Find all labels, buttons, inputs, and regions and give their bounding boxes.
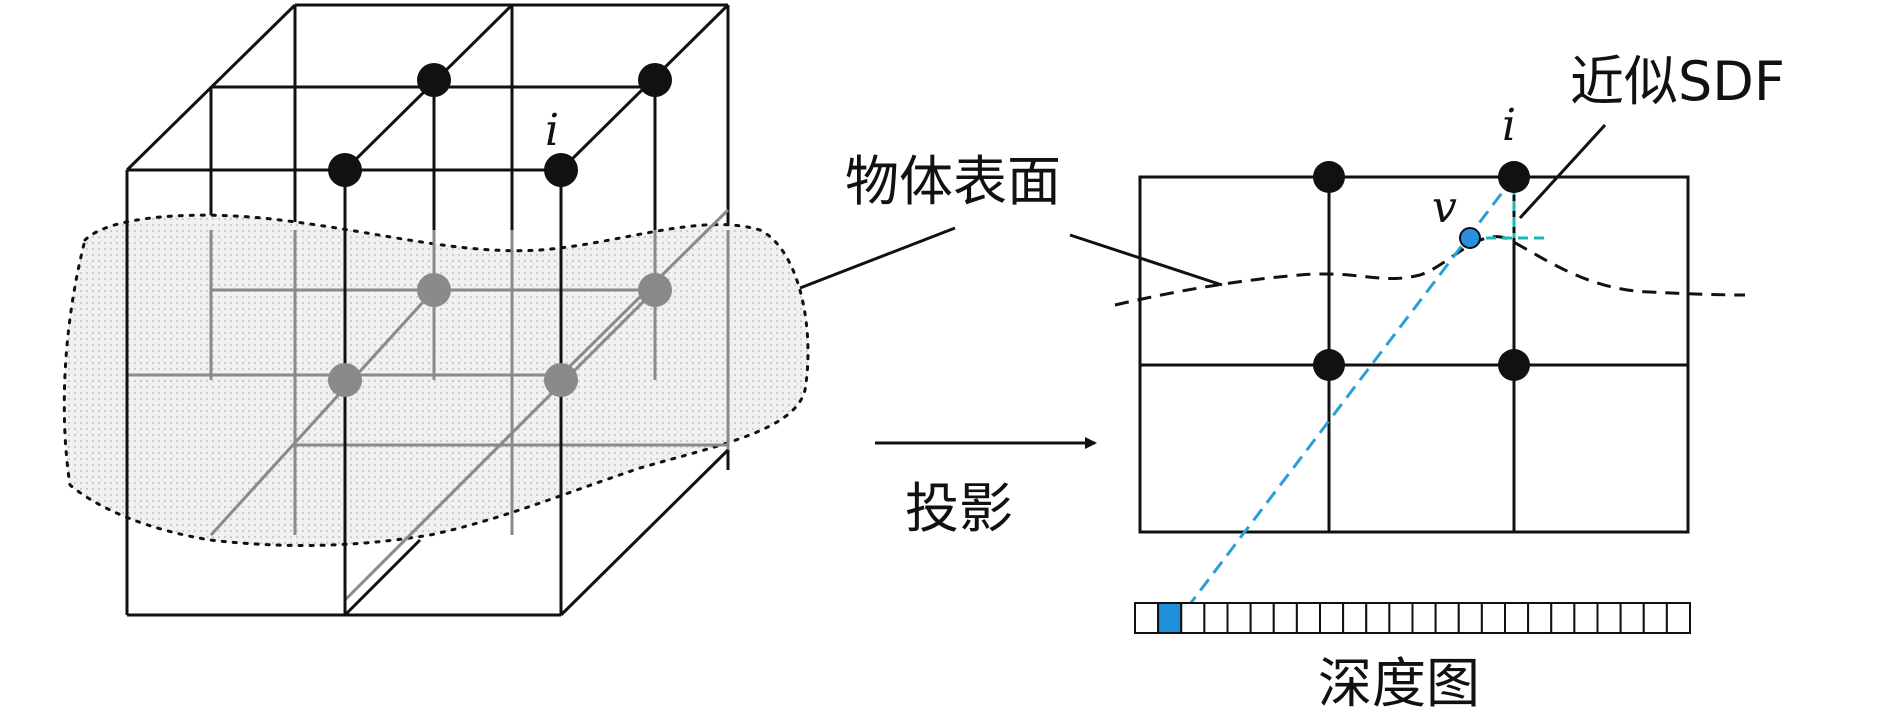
depth-pixel [1249, 602, 1275, 634]
slice-label-i: i [1502, 100, 1516, 151]
approx-sdf-label: 近似SDF [1570, 50, 1785, 113]
voxel-node-black [328, 153, 362, 187]
depth-pixel [1226, 602, 1252, 634]
surface-callout-right [1069, 233, 1223, 287]
depth-pixel [1434, 602, 1460, 634]
projection-label: 投影 [905, 477, 1013, 540]
object-surface-label: 物体表面 [845, 150, 1061, 213]
depth-pixel [1480, 602, 1506, 634]
voxel-node-gray [328, 363, 362, 397]
slice-node-black [1313, 161, 1345, 193]
surface-point-v [1459, 227, 1481, 249]
depth-pixel [1596, 602, 1622, 634]
depth-pixel [1665, 602, 1691, 634]
depth-pixel [1342, 602, 1368, 634]
slice-node-i-black [1498, 161, 1530, 193]
depth-pixel [1272, 602, 1298, 634]
voxel-grid: i [62, 3, 810, 617]
depth-pixel [1457, 602, 1483, 634]
depth-pixel [1319, 602, 1345, 634]
slice-node-black [1313, 349, 1345, 381]
voxel-node-black [417, 63, 451, 97]
point-label-v: v [1432, 182, 1457, 233]
depth-pixel [1203, 602, 1229, 634]
surface-callout-left [799, 226, 956, 290]
depth-pixel [1573, 602, 1599, 634]
depth-pixel [1527, 602, 1553, 634]
camera-ray [1185, 176, 1516, 609]
voxel-node-gray [417, 273, 451, 307]
slice-frame [1138, 175, 1690, 534]
slice-view: i v 近似SDF [1069, 50, 1785, 609]
voxel-label-i: i [545, 105, 559, 156]
approx-sdf-callout [1518, 123, 1607, 220]
depth-pixel [1619, 602, 1645, 634]
object-surface-region [62, 213, 810, 547]
slice-node-black [1498, 349, 1530, 381]
voxel-node-i-black [544, 153, 578, 187]
depth-pixel [1134, 602, 1160, 634]
voxel-grid-upper-edges [125, 3, 730, 230]
depth-pixel [1180, 602, 1206, 634]
depth-map-label: 深度图 [1318, 652, 1480, 715]
approx-sdf-marker [1470, 185, 1550, 240]
object-surface-curve [1114, 235, 1746, 307]
depth-pixel [1295, 602, 1321, 634]
depth-pixel [1365, 602, 1391, 634]
voxel-node-gray [544, 363, 578, 397]
depth-pixel [1504, 602, 1530, 634]
depth-pixel-highlighted [1157, 602, 1183, 634]
voxel-node-black [638, 63, 672, 97]
depth-pixel [1642, 602, 1668, 634]
depth-map [1134, 602, 1691, 634]
voxel-node-gray [638, 273, 672, 307]
depth-pixel [1550, 602, 1576, 634]
depth-pixel [1388, 602, 1414, 634]
depth-pixel [1411, 602, 1437, 634]
